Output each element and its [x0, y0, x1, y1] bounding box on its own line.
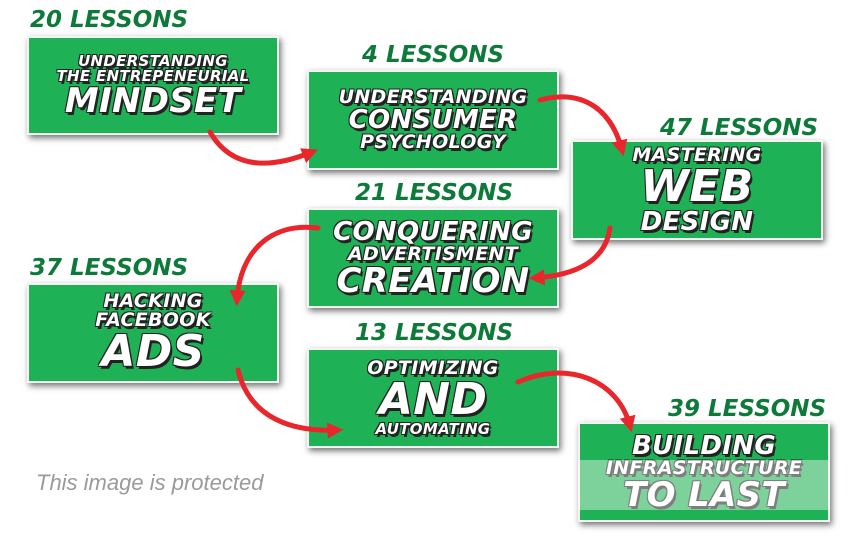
module-1-box: UNDERSTANDING THE ENTREPENEURIAL MINDSET: [27, 36, 279, 135]
arrow-module-2-to-3: [537, 94, 628, 157]
arrow-module-3-to-4: [528, 225, 613, 286]
module-3-box: MASTERING WEB DESIGN: [571, 140, 823, 240]
module-2-title-line-2: CONSUMER: [348, 105, 518, 135]
module-6-title-line-2: AND: [378, 374, 488, 425]
module-4-title-line-2: ADVERTISMENT: [348, 242, 518, 265]
module-2-title-line-3: PSYCHOLOGY: [360, 131, 506, 153]
module-1-title-line-3: MINDSET: [64, 80, 242, 121]
arrow-module-6-to-7: [515, 370, 636, 433]
module-1-title-line-2: THE ENTREPENEURIAL: [56, 66, 250, 85]
module-7-box: BUILDING INFRASTRUCTURE TO LAST: [578, 422, 830, 522]
module-4-box: CONQUERING ADVERTISMENT CREATION: [307, 208, 559, 308]
module-4-lesson-count: 21 LESSONS: [355, 180, 514, 206]
arrow-module-4-to-5: [229, 224, 321, 307]
module-3-title-line-2: WEB: [640, 160, 754, 212]
module-6-box: OPTIMIZING AND AUTOMATING: [307, 348, 559, 448]
module-3-title-line-1: MASTERING: [632, 143, 762, 166]
module-7-lesson-count: 39 LESSONS: [668, 396, 827, 422]
module-2-box: UNDERSTANDING CONSUMER PSYCHOLOGY: [307, 70, 559, 170]
module-7-title-line-1: BUILDING: [632, 430, 776, 461]
module-5-title-line-3: ADS: [101, 326, 205, 377]
module-3-lesson-count: 47 LESSONS: [660, 115, 819, 141]
module-2-title-line-1: UNDERSTANDING: [338, 86, 528, 108]
arrow-module-1-to-2: [207, 129, 318, 166]
module-5-title-line-1: HACKING: [103, 290, 203, 312]
module-3-title-line-3: DESIGN: [640, 206, 754, 237]
module-5-title-line-2: FACEBOOK: [95, 309, 211, 331]
module-6-lesson-count: 13 LESSONS: [355, 320, 514, 346]
module-7-title-line-2: INFRASTRUCTURE: [605, 456, 803, 479]
module-6-title-line-1: OPTIMIZING: [367, 357, 499, 379]
module-7-title-line-3: TO LAST: [623, 474, 785, 515]
arrow-module-5-to-6: [235, 367, 344, 439]
module-1-lesson-count: 20 LESSONS: [30, 7, 189, 33]
protected-notice: This image is protected: [36, 470, 264, 495]
module-2-lesson-count: 4 LESSONS: [362, 42, 505, 68]
module-4-title-line-3: CREATION: [336, 260, 530, 301]
module-4-title-line-1: CONQUERING: [333, 216, 533, 247]
module-1-title-line-1: UNDERSTANDING: [78, 51, 228, 70]
module-5-box: HACKING FACEBOOK ADS: [27, 283, 279, 383]
module-5-lesson-count: 37 LESSONS: [30, 255, 189, 281]
module-6-title-line-3: AUTOMATING: [375, 420, 491, 438]
